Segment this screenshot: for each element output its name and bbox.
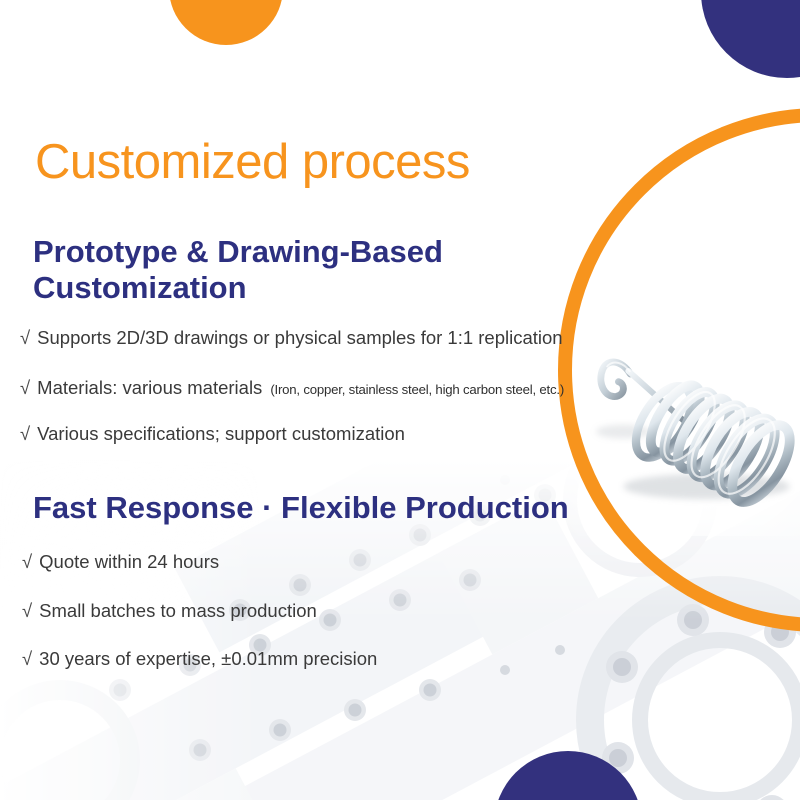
bullet-note: (Iron, copper, stainless steel, high car… [270,382,565,397]
machinery-shapes [0,460,800,800]
bullet-text: Supports 2D/3D drawings or physical samp… [37,327,563,348]
orange-circle-top [169,0,283,45]
bullet-text: 30 years of expertise, ±0.01mm precision [39,648,378,669]
check-icon: √ [20,327,31,348]
bullet-text: Various specifications; support customiz… [37,423,405,444]
bullet-item: √ Various specifications; support customi… [20,423,405,445]
check-icon: √ [22,551,33,572]
navy-circle-top-right [701,0,800,78]
bullet-item: √ Small batches to mass production [22,600,317,622]
check-icon: √ [22,648,33,669]
bullet-item: √ 30 years of expertise, ±0.01mm precisio… [22,648,377,670]
check-icon: √ [20,377,31,398]
check-icon: √ [20,423,31,444]
section-heading-fast-response: Fast Response · Flexible Production [33,490,569,525]
page-title: Customized process [35,135,470,189]
bullet-text: Quote within 24 hours [39,551,220,572]
section-heading-prototype: Prototype & Drawing-Based Customization [33,234,443,305]
bullet-text: Small batches to mass production [39,600,317,621]
zinc-plated-hook-spring-photo [595,358,795,507]
bullet-item: √ Quote within 24 hours [22,551,219,573]
machinery-background-image [0,460,800,800]
check-icon: √ [22,600,33,621]
bullet-text: Materials: various materials [37,377,263,398]
bullet-item: √ Materials: various materials (Iron, copp… [20,377,564,399]
bullet-item: √ Supports 2D/3D drawings or physical sam… [20,327,563,349]
